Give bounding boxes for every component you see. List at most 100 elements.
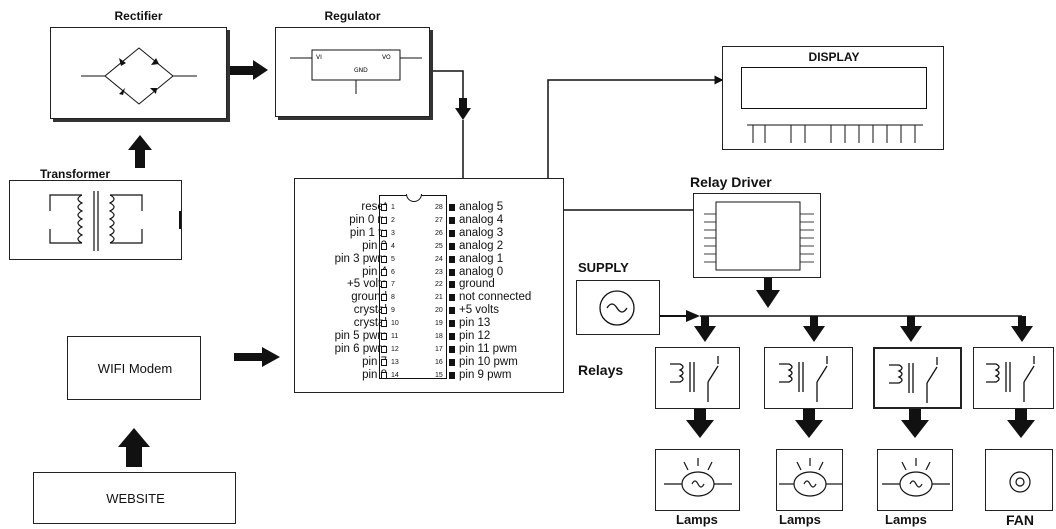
left-pin-label: reset	[361, 201, 387, 213]
load-label-1: Lamps	[676, 512, 718, 527]
lamp-icon	[779, 458, 842, 497]
left-pin-number: 14	[391, 371, 399, 379]
supply-block	[576, 280, 660, 335]
regulator-chip-icon: VI VO GND	[290, 49, 422, 94]
relay-driver-block	[693, 193, 821, 278]
website-to-wifi-arrow	[118, 428, 150, 467]
right-pin-number: 25	[435, 242, 443, 250]
left-pin-number: 8	[391, 294, 395, 302]
left-pin-label: pin 6 pwm	[334, 342, 387, 355]
pin-pad	[381, 216, 387, 224]
left-pin-label: pin 8	[362, 368, 387, 381]
left-pin-label: +5 volts	[347, 278, 387, 291]
right-pin-label: analog 4	[459, 213, 504, 226]
pin-pad	[449, 333, 455, 340]
regulator-to-mcu-line	[430, 70, 471, 178]
right-pin-number: 15	[435, 371, 443, 379]
left-pin-label: crystal	[353, 317, 387, 330]
right-pin-label: analog 2	[459, 239, 504, 252]
pin-pad	[449, 229, 455, 237]
left-pin-label: pin 5 pwm	[334, 330, 387, 342]
supply-to-relays-line	[660, 310, 1022, 322]
pin-pad	[381, 229, 387, 237]
left-pin-number: 12	[391, 345, 399, 353]
right-pin-label: pin 11 pwm	[459, 342, 517, 355]
pin-pad	[381, 345, 387, 353]
supply-title: SUPPLY	[578, 260, 629, 275]
lamp-icon	[664, 458, 732, 497]
transformer-to-rectifier-arrow	[128, 135, 152, 168]
left-pin-label: pin 7	[362, 355, 387, 368]
pin-pad	[381, 281, 387, 289]
right-pin-label: analog 5	[459, 201, 504, 213]
right-pin-number: 24	[435, 255, 443, 263]
pin-pad	[381, 358, 387, 366]
pin-pad	[381, 333, 387, 340]
right-pin-label: pin 9 pwm	[459, 368, 512, 381]
right-pin-number: 21	[435, 294, 443, 302]
bus-to-relay-arrows	[694, 316, 1033, 342]
left-pin-label: pin 1 tx	[349, 226, 387, 239]
wifi-modem-label: WIFI Modem	[97, 361, 173, 376]
pin-pad	[381, 294, 387, 302]
pin-pad	[381, 204, 387, 211]
pin-pad	[381, 320, 387, 328]
pin-pad	[449, 242, 455, 250]
transformer-title: Transformer	[40, 167, 111, 181]
load-label-2: Lamps	[779, 512, 821, 527]
pin-pad	[449, 358, 455, 366]
lamp-3	[877, 449, 953, 511]
display-title: DISPLAY	[808, 50, 860, 64]
right-pin-label: not connected	[459, 291, 532, 304]
chip-notch	[406, 194, 422, 202]
left-pin-label: ground	[351, 291, 387, 304]
right-pin-number: 28	[435, 204, 443, 211]
right-pin-number: 16	[435, 358, 443, 366]
right-pin-number: 27	[435, 216, 443, 224]
pin-pad	[381, 307, 387, 315]
left-pin-label: pin 0 rx	[349, 213, 387, 226]
left-pin-label: pin 4	[362, 265, 387, 278]
pin-pad	[449, 216, 455, 224]
relay-to-load-arrows	[686, 408, 1035, 438]
relay-driver-down-arrow	[756, 278, 780, 308]
pin-pad	[449, 294, 455, 302]
relay-2	[764, 347, 853, 409]
relay-coil-switch-icon	[670, 356, 719, 402]
mcu-to-display-line	[547, 75, 724, 178]
pin-pad	[449, 255, 455, 263]
left-pin-number: 1	[391, 204, 395, 211]
right-pin-number: 19	[435, 320, 443, 328]
right-pin-number: 18	[435, 333, 443, 340]
left-pin-number: 7	[391, 281, 395, 289]
website-label: WEBSITE	[106, 491, 165, 506]
right-pin-label: pin 13	[459, 317, 491, 330]
mcu-chip	[379, 194, 447, 379]
relay-driver-chip-icon	[704, 201, 814, 271]
lamp-1	[655, 449, 740, 511]
transformer-coil-icon	[49, 191, 181, 251]
pin-pad	[449, 204, 455, 211]
lcd-screen	[741, 67, 927, 109]
relay-coil-switch-icon	[986, 356, 1035, 402]
pin-pad	[449, 281, 455, 289]
svg-text:VI: VI	[316, 54, 322, 61]
fan-icon	[1009, 471, 1031, 493]
pin-pad	[449, 371, 455, 379]
rectifier-to-regulator-arrow	[227, 60, 268, 80]
lamp-icon	[882, 458, 950, 497]
pin-pad	[449, 268, 455, 276]
left-pin-number: 10	[391, 320, 399, 328]
left-pin-number: 6	[391, 268, 395, 276]
pin-pad	[381, 255, 387, 263]
left-pin-number: 13	[391, 358, 399, 366]
right-pin-label: ground	[459, 278, 495, 291]
relay-coil-switch-icon	[889, 357, 938, 403]
relay-4	[973, 347, 1054, 409]
right-pin-number: 20	[435, 307, 443, 315]
left-pin-number: 5	[391, 255, 395, 263]
relay-1	[655, 347, 740, 409]
pin-pad	[381, 268, 387, 276]
